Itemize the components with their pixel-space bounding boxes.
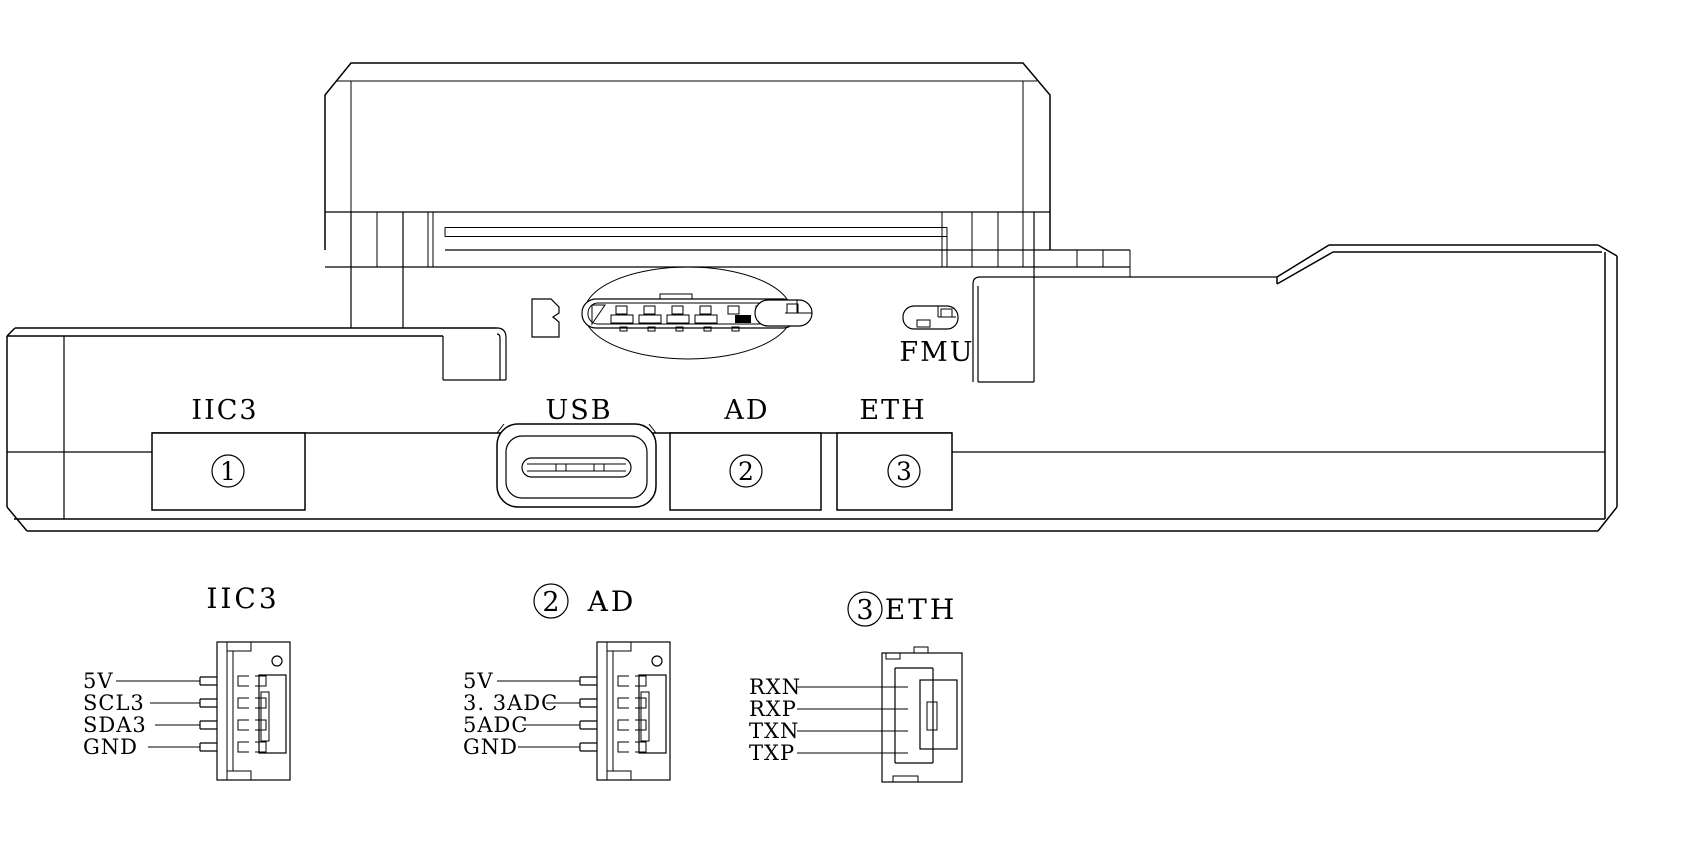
- eth-port-label: ETH: [859, 395, 926, 426]
- pinout-iic3-connector: [216, 641, 291, 781]
- usb-c-connector: [496, 423, 657, 508]
- pin-label: 5ADC: [463, 713, 528, 737]
- fmu-connector: FMU: [899, 305, 974, 368]
- usb-port-label: USB: [545, 395, 612, 426]
- pinout-eth-number: 3: [856, 595, 873, 626]
- aux-connector: [754, 299, 813, 327]
- ad-number: 2: [738, 457, 754, 486]
- top-module: [324, 62, 1131, 382]
- pin-label: RXP: [749, 697, 797, 721]
- pinout-eth-title: ETH: [885, 593, 958, 626]
- usb-port: USB: [496, 395, 657, 508]
- eth-number-circle: [887, 454, 921, 488]
- pinout-ad: 2 AD 5V 3. 3ADC 5ADC GND: [463, 583, 671, 781]
- pin-label: TXP: [749, 741, 795, 765]
- iic3-number-circle: [211, 454, 245, 488]
- pinout-ad-number: 2: [542, 587, 559, 618]
- pin-label: GND: [83, 735, 138, 759]
- iic3-port-box: [151, 432, 306, 511]
- iic3-port-label: IIC3: [191, 395, 258, 426]
- ad-number-circle: [729, 454, 763, 488]
- pin-label: 5V: [463, 669, 494, 693]
- pin-label: GND: [463, 735, 518, 759]
- pinout-eth-number-circle: [847, 591, 883, 627]
- port-ad: AD 2: [669, 395, 822, 511]
- pin-label: SDA3: [83, 713, 147, 737]
- ad-port-box: [669, 432, 822, 511]
- iic3-number: 1: [220, 457, 236, 486]
- fmu-label: FMU: [899, 337, 974, 368]
- pinout-ad-number-circle: [533, 583, 569, 619]
- pinout-iic3: IIC3 5V SCL3 SDA3 GND: [83, 582, 291, 781]
- pin-label: 3. 3ADC: [463, 691, 558, 715]
- pinout-eth: 3 ETH RXN RXP TXN TXP: [749, 591, 963, 783]
- pin-label: RXN: [749, 675, 801, 699]
- pin-label: TXN: [749, 719, 799, 743]
- ad-port-label: AD: [723, 395, 769, 426]
- eth-number: 3: [896, 457, 912, 486]
- port-eth: ETH 3: [836, 395, 953, 511]
- port-iic3: IIC3 1: [151, 395, 306, 511]
- pin-label: 5V: [83, 669, 114, 693]
- pin-label: SCL3: [83, 691, 145, 715]
- microsd-card-icon: [531, 298, 560, 338]
- eth-port-box: [836, 432, 953, 511]
- pinout-ad-title: AD: [587, 585, 637, 618]
- pinout-ad-connector: [596, 641, 671, 781]
- pinout-iic3-title: IIC3: [206, 582, 279, 615]
